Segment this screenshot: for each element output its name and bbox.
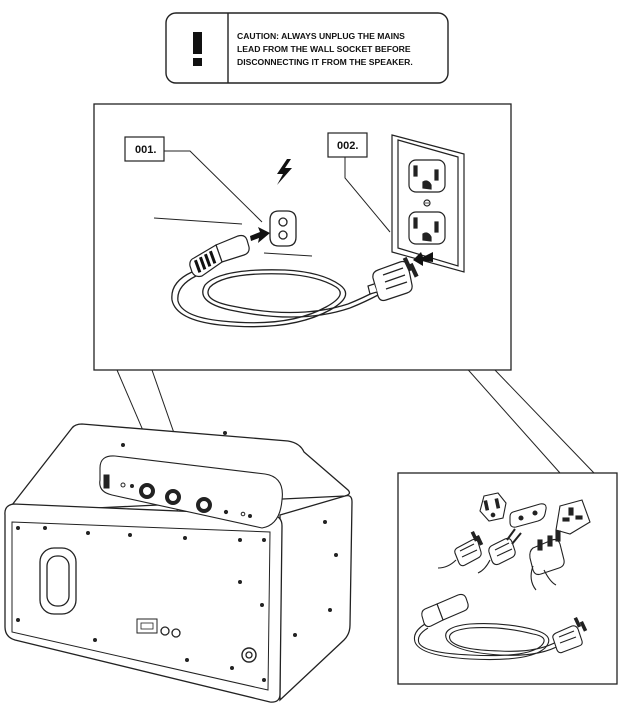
plug-types-box [397,472,618,685]
step-002-label: 002. [337,140,358,152]
us-plug-small [437,531,484,569]
uk-plug-small [529,530,565,591]
caution-line-3: DISCONNECTING IT FROM THE SPEAKER. [237,57,413,67]
eu-socket-icon [509,503,547,528]
power-cable-small [413,623,561,661]
us-plug-cable-end [552,617,588,654]
us-socket-icon [479,492,507,522]
caution-box: CAUTION: ALWAYS UNPLUG THE MAINS LEAD FR… [165,12,449,84]
caution-line-2: LEAD FROM THE WALL SOCKET BEFORE [237,44,411,54]
iec-connector [189,234,250,278]
lightning-bolt-icon [277,159,292,185]
speaker-screws [16,431,338,682]
step-001-badge: 001. [124,136,165,162]
caution-line-1: CAUTION: ALWAYS UNPLUG THE MAINS [237,31,405,41]
detail-box: 001. 002. [93,103,512,371]
step-002-badge: 002. [327,132,368,158]
insert-arrow-icon [250,227,270,243]
plug-in-arrow-icon [413,252,433,266]
speaker [4,423,353,703]
eu-plug-small [477,528,522,574]
figure-eight-ac-inlet-icon [269,210,297,247]
iec-connector-small [421,593,469,628]
step-001-label: 001. [135,144,156,156]
uk-socket-icon [555,499,591,535]
exclamation-icon [193,32,202,66]
speaker-knobs [103,474,252,518]
us-wall-outlet-icon [391,134,465,273]
us-plug [367,256,419,302]
